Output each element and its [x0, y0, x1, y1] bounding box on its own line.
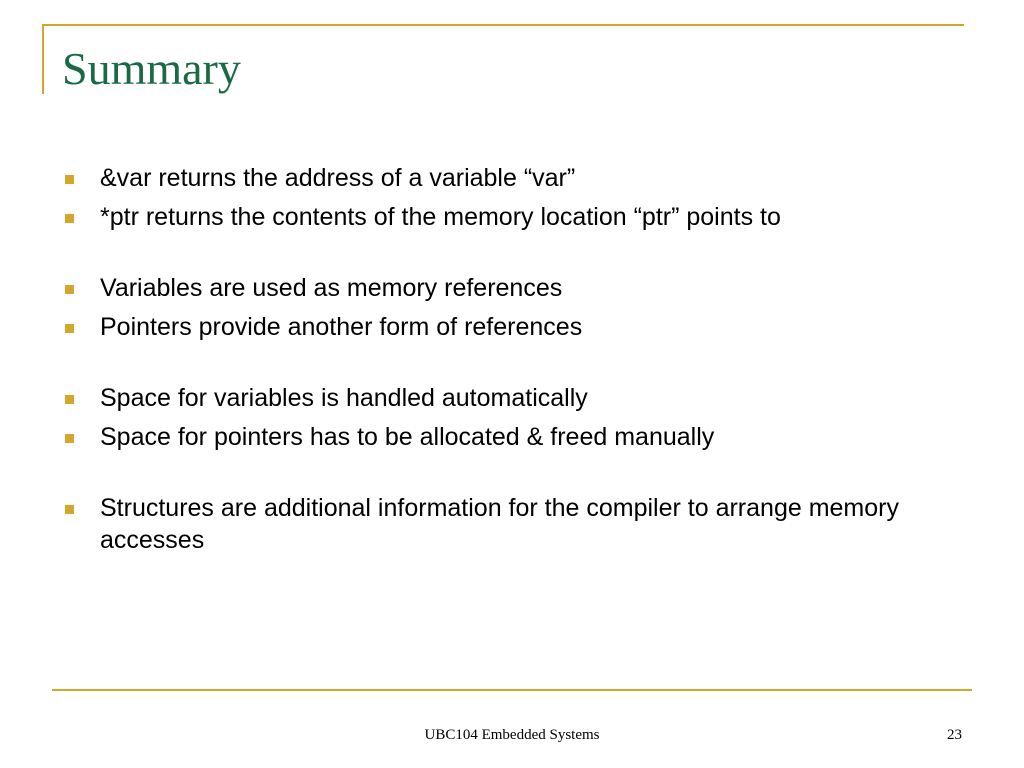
- bullet-text: Pointers provide another form of referen…: [100, 313, 583, 341]
- square-bullet-icon: [65, 505, 74, 514]
- bullet-item: Structures are additional information fo…: [64, 492, 964, 556]
- bullet-text: Variables are used as memory references: [100, 274, 563, 302]
- bullet-item: Pointers provide another form of referen…: [64, 311, 964, 343]
- bullet-text: Space for variables is handled automatic…: [100, 384, 588, 412]
- bullet-text: *ptr returns the contents of the memory …: [100, 203, 781, 231]
- slide-title: Summary: [62, 43, 241, 94]
- bullet-item: Space for variables is handled automatic…: [64, 382, 964, 414]
- bullet-text: Space for pointers has to be allocated &…: [100, 423, 715, 451]
- title-frame-top-line: [42, 24, 964, 26]
- bullet-item: Space for pointers has to be allocated &…: [64, 421, 964, 453]
- square-bullet-icon: [65, 395, 74, 404]
- bullet-text: Structures are additional information fo…: [100, 494, 899, 554]
- square-bullet-icon: [65, 175, 74, 184]
- bullet-item: Variables are used as memory references: [64, 272, 964, 304]
- title-frame-left-line: [42, 24, 44, 94]
- square-bullet-icon: [65, 434, 74, 443]
- bullet-list: &var returns the address of a variable “…: [64, 162, 964, 563]
- bullet-item: *ptr returns the contents of the memory …: [64, 201, 964, 233]
- footer-divider: [52, 689, 972, 691]
- footer-course-name: UBC104 Embedded Systems: [424, 727, 600, 743]
- bullet-text: &var returns the address of a variable “…: [100, 164, 576, 192]
- bullet-item: &var returns the address of a variable “…: [64, 162, 964, 194]
- page-number: 23: [947, 727, 962, 743]
- square-bullet-icon: [65, 324, 74, 333]
- square-bullet-icon: [65, 285, 74, 294]
- square-bullet-icon: [65, 214, 74, 223]
